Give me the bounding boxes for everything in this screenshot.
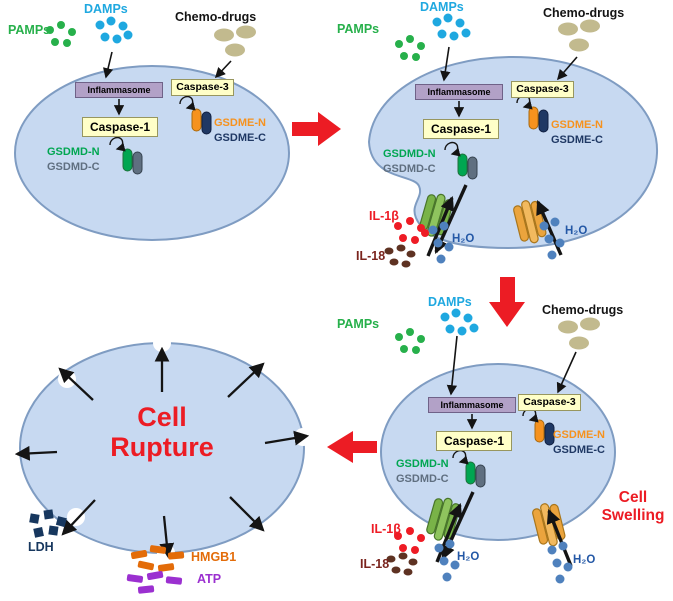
gsdme-c-label-2: GSDME-C <box>551 134 603 146</box>
inflammasome-box-1: Inflammasome <box>75 82 163 98</box>
gsdmd-c-label-1: GSDMD-C <box>47 161 100 173</box>
cell-1-membrane <box>14 65 290 241</box>
chemo-drug-molecules-2 <box>558 19 600 52</box>
gsdmd-pore-icon-4 <box>426 497 461 541</box>
gsdmd-protein-icon-1 <box>122 148 143 175</box>
atp-label: ATP <box>197 572 222 586</box>
caspase1-box-1: Caspase-1 <box>82 117 158 137</box>
il1b-label-2: IL-1β <box>369 209 399 223</box>
damps-label-1: DAMPs <box>84 2 128 16</box>
gsdmd-n-label-4: GSDMD-N <box>396 458 449 470</box>
gsdme-protein-icon-2 <box>528 106 549 133</box>
pamps-molecules-4 <box>395 328 425 354</box>
pamps-label-1: PAMPs <box>8 23 51 37</box>
gsdme-n-label-2: GSDME-N <box>551 119 603 131</box>
cleavage-arrow-gsdme-4 <box>522 407 539 423</box>
step-arrow-1 <box>292 112 341 146</box>
step-arrow-2 <box>489 277 525 327</box>
cleavage-arrow-gsdme-2 <box>516 94 533 110</box>
chemo-drug-molecules-1 <box>214 25 256 57</box>
gsdmd-protein-icon-2 <box>457 153 478 180</box>
gsdme-n-label-4: GSDME-N <box>553 429 605 441</box>
damps-molecules-4 <box>440 308 479 336</box>
step-arrow-3 <box>327 431 377 463</box>
damps-label-2: DAMPs <box>420 0 464 14</box>
h2o-label-4b: H₂O <box>573 554 596 566</box>
gsdme-c-label-4: GSDME-C <box>553 444 605 456</box>
chemo-drugs-label-2: Chemo-drugs <box>543 6 625 20</box>
pamps-label-4: PAMPs <box>337 317 380 331</box>
efflux-arrows <box>14 346 310 559</box>
gsdmd-n-label-2: GSDMD-N <box>383 148 436 160</box>
gsdmd-protein-icon-4 <box>465 461 486 488</box>
damps-molecules-1 <box>95 16 133 44</box>
il18-label-2: IL-18 <box>356 249 386 263</box>
gsdmd-c-label-4: GSDMD-C <box>396 473 449 485</box>
il1b-label-4: IL-1β <box>371 522 401 536</box>
gsdme-n-label-1: GSDME-N <box>214 117 266 129</box>
ldh-label: LDH <box>28 540 54 554</box>
water-molecules-2a <box>428 221 454 264</box>
caspase1-box-4: Caspase-1 <box>436 431 512 451</box>
il18-label-4: IL-18 <box>360 557 390 571</box>
inflammasome-box-4: Inflammasome <box>428 397 516 413</box>
pamps-molecules-1 <box>46 21 76 47</box>
signal-arrows-4 <box>446 335 577 430</box>
caspase1-box-2: Caspase-1 <box>423 119 499 139</box>
pamps-molecules-2 <box>395 35 425 61</box>
chemo-drugs-label-1: Chemo-drugs <box>175 10 257 24</box>
il1b-molecules-4 <box>394 527 425 554</box>
caspase3-box-2: Caspase-3 <box>511 81 574 98</box>
chemo-drug-molecules-4 <box>558 317 600 350</box>
cleavage-arrow-gsdmd-2 <box>444 141 461 157</box>
gsdme-protein-icon-4 <box>534 419 555 446</box>
water-molecules-4b <box>547 541 573 584</box>
il18-molecules-4 <box>386 552 418 576</box>
cleavage-arrow-gsdme-1 <box>179 95 196 111</box>
h2o-label-4a: H₂O <box>457 551 480 563</box>
il1b-molecules-2 <box>394 217 429 244</box>
gsdmd-c-label-2: GSDMD-C <box>383 163 436 175</box>
hmgb1-label: HMGB1 <box>191 550 237 564</box>
chemo-drugs-label-4: Chemo-drugs <box>542 303 624 317</box>
gsdmd-n-label-1: GSDMD-N <box>47 146 100 158</box>
water-molecules-2b <box>539 217 565 260</box>
h2o-label-2a: H₂O <box>452 233 475 245</box>
atp-molecules <box>126 570 183 594</box>
gsdme-pore-icon-2 <box>513 200 547 244</box>
inflammasome-box-2: Inflammasome <box>415 84 503 100</box>
damps-molecules-2 <box>432 13 471 41</box>
il18-molecules-2 <box>384 244 416 268</box>
caspase3-box-1: Caspase-3 <box>171 79 234 96</box>
signal-arrows-2 <box>440 46 578 118</box>
damps-label-4: DAMPs <box>428 295 472 309</box>
ldh-molecules <box>29 509 67 538</box>
gsdme-protein-icon-1 <box>191 108 212 135</box>
cleavage-arrow-gsdmd-1 <box>109 136 126 152</box>
water-molecules-4a <box>434 539 460 582</box>
caspase3-box-4: Caspase-3 <box>518 394 581 411</box>
gsdme-c-label-1: GSDME-C <box>214 132 266 144</box>
cleavage-arrow-gsdmd-4 <box>452 449 469 465</box>
signal-arrows-1 <box>103 51 232 116</box>
pamps-label-2: PAMPs <box>337 22 380 36</box>
h2o-label-2b: H₂O <box>565 225 588 237</box>
hmgb1-molecules <box>130 545 185 572</box>
